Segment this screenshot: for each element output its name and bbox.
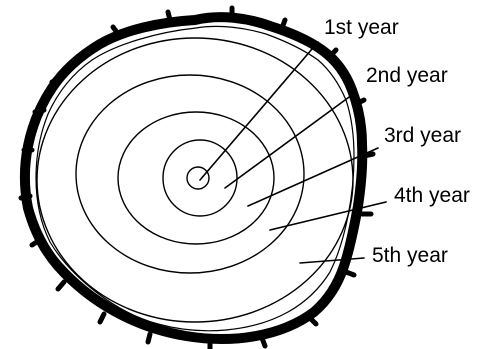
label-year4: 4th year <box>394 184 470 207</box>
label-year2: 2nd year <box>366 64 448 87</box>
label-year1: 1st year <box>324 16 399 39</box>
label-year3: 3rd year <box>384 124 461 147</box>
bark-outline <box>21 8 373 349</box>
label-year5: 5th year <box>372 244 448 267</box>
